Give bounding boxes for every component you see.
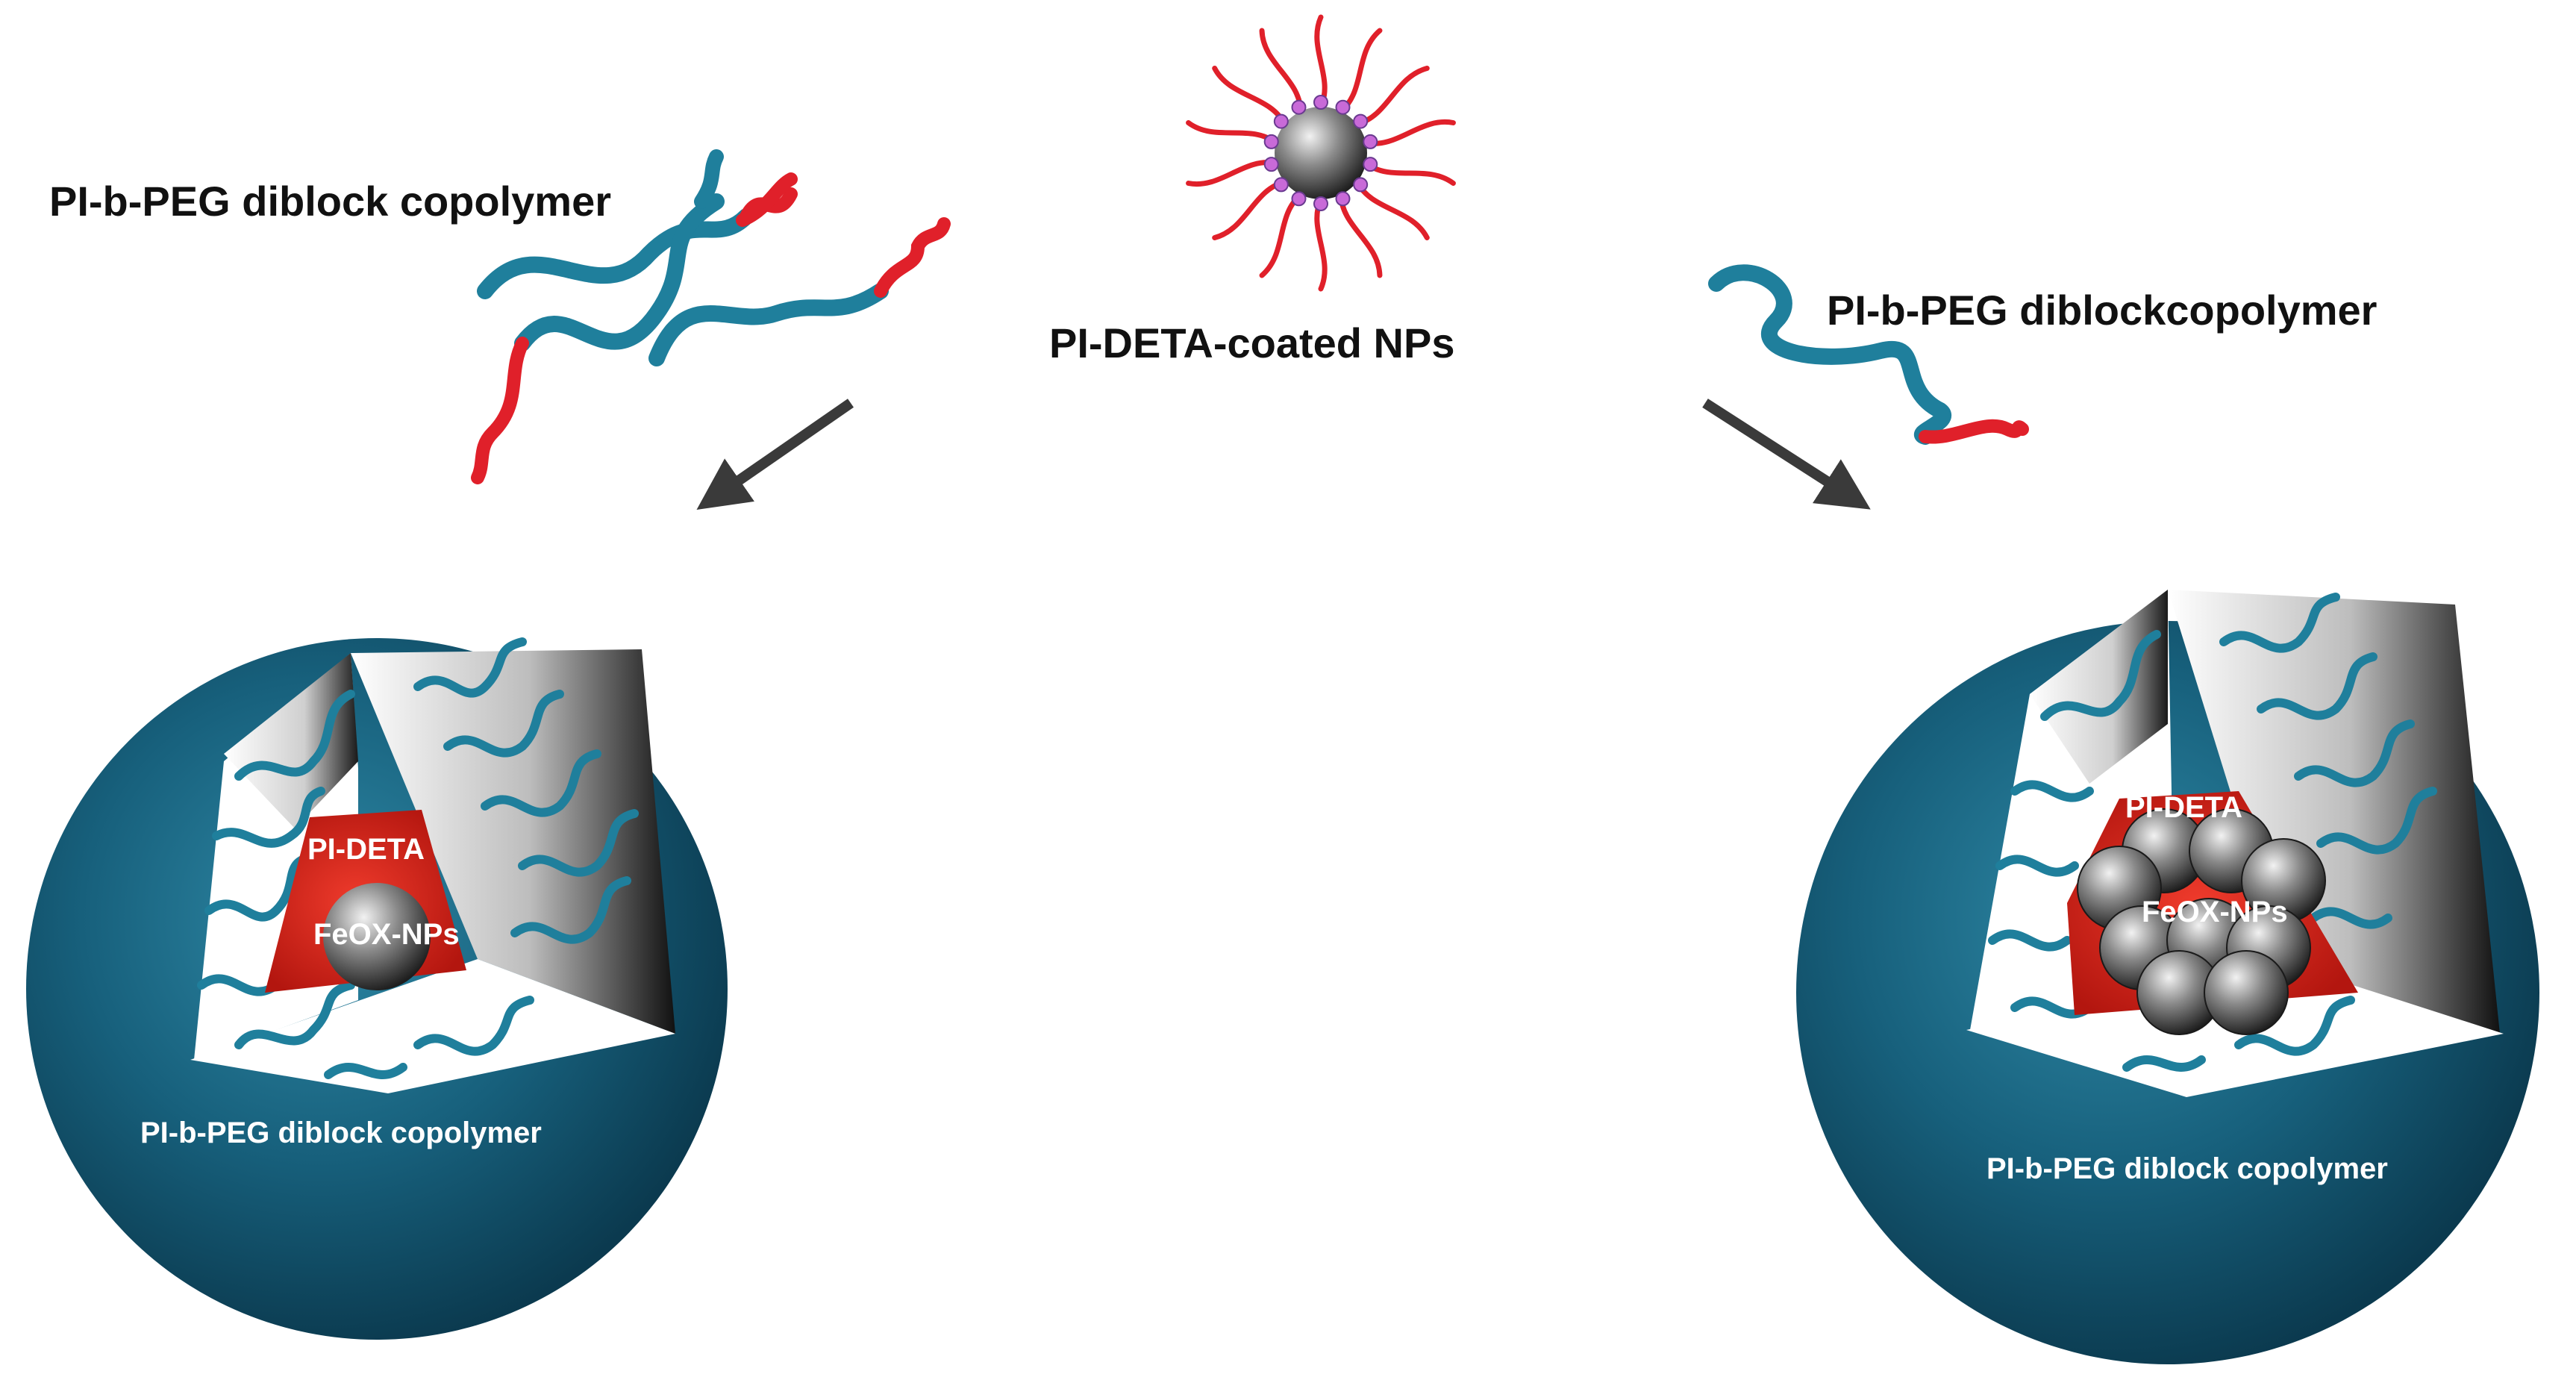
pi-brush-chain	[1363, 119, 1456, 146]
amine-dot	[1335, 99, 1351, 115]
amine-dot	[1335, 191, 1351, 207]
pi-brush-chain	[1259, 28, 1304, 114]
pi-brush-chain	[1338, 28, 1383, 114]
pi-brush-chain	[1186, 160, 1279, 187]
peg-chain	[694, 149, 724, 209]
peg-chain	[477, 208, 754, 299]
feox-nanoparticle	[2204, 950, 2289, 1035]
label-right-core: FeOX-NPs	[2142, 896, 2288, 928]
pi-brush-chain	[1363, 160, 1456, 186]
pi-chain	[874, 217, 951, 298]
amine-dot	[1291, 191, 1307, 207]
arrow-left	[696, 399, 854, 510]
peg-chain	[1708, 264, 1951, 445]
micelle-right	[1796, 590, 2539, 1364]
amine-dot	[1263, 157, 1279, 172]
cutaway-wall-right	[2168, 590, 2500, 1034]
label-left-shell: PI-b-PEG diblock copolymer	[140, 1117, 542, 1149]
label-right-layer: PI-DETA	[2125, 791, 2243, 824]
cutaway-floor	[190, 959, 675, 1093]
label-left-core: FeOX-NPs	[313, 918, 460, 951]
amine-dot	[1363, 157, 1378, 172]
peg-chains-inside	[197, 637, 639, 1079]
amine-dot	[1353, 113, 1369, 129]
nanoparticle-core	[1275, 107, 1367, 199]
cutaway-wall-left	[2030, 590, 2168, 784]
amine-dot	[1291, 99, 1307, 115]
pi-brush-chain	[1212, 66, 1288, 127]
peg-chain	[648, 283, 889, 366]
pi-brush-chain	[1354, 66, 1430, 127]
pi-brush-chain	[1354, 179, 1430, 240]
pi-chain	[1919, 419, 2029, 444]
label-left-layer: PI-DETA	[307, 833, 425, 866]
cutaway-wall-right	[351, 649, 675, 1034]
amine-dot	[1273, 113, 1289, 129]
label-center-nps: PI-DETA-coated NPs	[1049, 319, 1455, 366]
copolymer-chain-right	[1708, 264, 2029, 445]
label-right-copolymer: PI-b-PEG diblockcopolymer	[1827, 287, 2378, 334]
amine-dot	[1313, 95, 1328, 110]
copolymer-chains-left	[471, 149, 951, 484]
amine-groups	[1263, 95, 1378, 211]
label-left-copolymer: PI-b-PEG diblock copolymer	[49, 178, 612, 225]
label-right-shell: PI-b-PEG diblock copolymer	[1986, 1152, 2388, 1185]
feox-nanoparticle	[323, 883, 431, 990]
pi-brush-chain	[1186, 120, 1279, 146]
amine-dot	[1273, 177, 1289, 193]
amine-dot	[1353, 177, 1369, 193]
pi-brush-chain	[1212, 179, 1288, 240]
pi-brush-chain	[1338, 192, 1383, 278]
amine-dot	[1363, 134, 1378, 149]
cutaway-wall-left	[224, 653, 358, 828]
pi-deta-coated-nanoparticle	[1186, 14, 1456, 292]
amine-dot	[1263, 134, 1279, 149]
feox-nanoparticle-cluster	[2077, 808, 2326, 1035]
pi-brush-chain	[1314, 196, 1328, 292]
pi-chain	[736, 172, 798, 227]
arrow-right	[1702, 399, 1871, 510]
pi-brush-chain	[1314, 14, 1328, 110]
pi-chain	[471, 337, 529, 484]
pi-brush-chain	[1259, 192, 1304, 278]
amine-dot	[1313, 196, 1328, 211]
peg-chain	[514, 193, 725, 352]
peg-chains-inside	[1988, 593, 2437, 1072]
micelle-left	[26, 637, 728, 1340]
